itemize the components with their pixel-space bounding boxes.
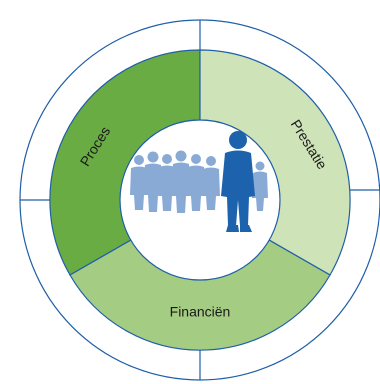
people-group-icon xyxy=(130,131,268,232)
main-person xyxy=(221,131,255,232)
segment-finance-label: Financiën xyxy=(170,304,231,320)
background-people xyxy=(130,150,268,213)
outer-ring-dividers xyxy=(20,20,380,380)
